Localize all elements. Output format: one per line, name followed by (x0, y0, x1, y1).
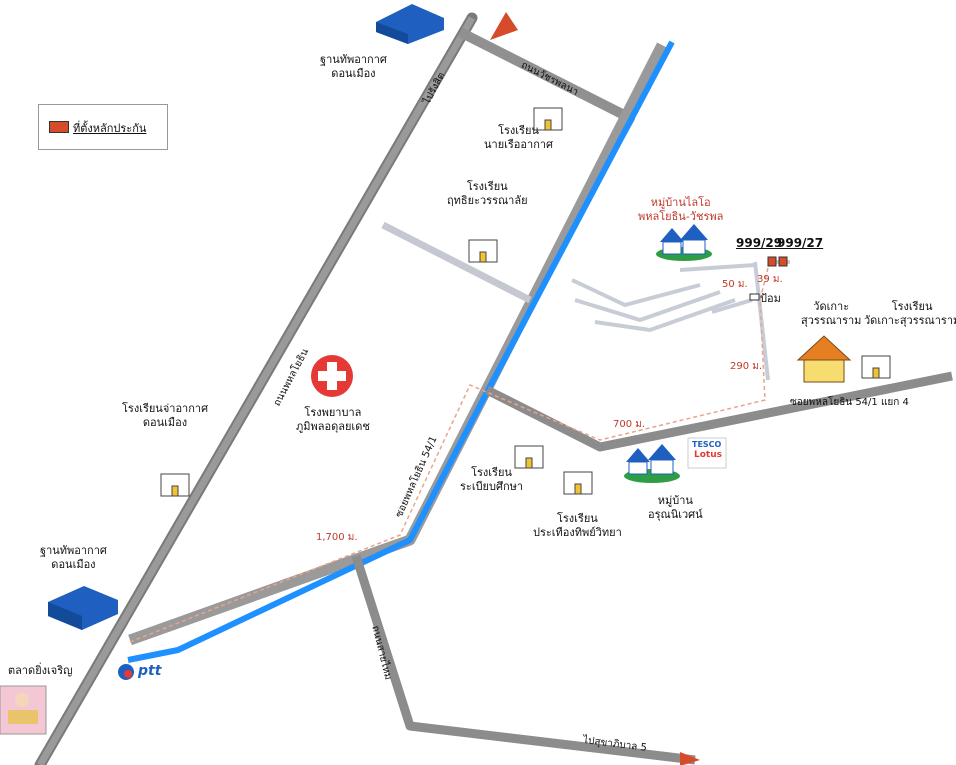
road-label-soi-54-1-y4: ซอยพหลโยธิน 54/1 แยก 4 (790, 397, 909, 408)
distance-290: 290 ม. (730, 361, 763, 372)
booth-marker (749, 293, 760, 301)
soi-yaek4-road (484, 371, 953, 452)
label-tesco: TESCO (692, 440, 722, 449)
legend: ที่ตั้งหลักประกัน (38, 104, 168, 150)
school-icon-jaoakas (160, 473, 190, 497)
temple-icon (796, 335, 852, 383)
tesco-logo-box (687, 437, 727, 469)
distance-700: 700 ม. (613, 419, 646, 430)
sai-mai-road (351, 554, 696, 765)
ptt-logo (118, 664, 134, 680)
airforce-bottom-icon (48, 586, 118, 630)
label-ptt: ptt (138, 663, 162, 679)
label-999-27: 999/27 (777, 236, 824, 250)
school-icon-wat (861, 355, 891, 379)
airforce-top-icon (376, 4, 444, 44)
school-icon-rabeab (514, 445, 544, 469)
label-airforce-top: ฐานทัพอากาศดอนเมือง (320, 53, 387, 80)
label-999-29: 999/29 (736, 236, 783, 250)
hospital-icon (311, 355, 353, 397)
school-icon-navy (533, 107, 563, 131)
village-top-icon (656, 224, 712, 261)
route-path (129, 267, 769, 643)
label-village-bottom: หมู่บ้านอรุณนิเวศน์ (648, 494, 703, 521)
label-jaoakas-school: โรงเรียนจ่าอากาศดอนเมือง (122, 402, 209, 429)
label-prathueang-school: โรงเรียนประเทืองทิพย์วิทยา (533, 512, 622, 539)
label-wat-school: โรงเรียนวัดเกาะสุวรรณาราม (864, 300, 956, 327)
distance-39: 39 ม. (757, 274, 783, 285)
distance-1700: 1,700 ม. (316, 532, 358, 543)
legend-label: ที่ตั้งหลักประกัน (73, 122, 147, 135)
village-bottom-icon (624, 444, 680, 483)
market-icon (0, 685, 47, 735)
south-arrow (680, 752, 700, 765)
canal (127, 40, 675, 663)
school-icon-prathueang (563, 471, 593, 495)
label-market: ตลาดยิ่งเจริญ (8, 664, 73, 677)
legend-swatch (49, 121, 69, 133)
label-lotus: Lotus (694, 450, 722, 460)
label-navy-school: โรงเรียนนายเรืออากาศ (484, 124, 554, 151)
cross-road (381, 221, 532, 304)
label-yothin-school: โรงเรียนฤทธิยะวรรณาลัย (447, 180, 528, 207)
label-rabeab-school: โรงเรียนระเบียบศึกษา (460, 466, 524, 493)
canal-road (128, 42, 667, 646)
label-hospital: โรงพยาบาลภูมิพลอดุลยเดช (296, 406, 370, 433)
north-arrow (490, 12, 518, 40)
school-icon-yothin (468, 239, 498, 263)
village-lanes (571, 260, 790, 381)
label-wat: วัดเกาะสุวรรณาราม (801, 300, 862, 327)
label-booth: ป้อม (760, 292, 781, 305)
label-village-top: หมู่บ้านไลโอพหลโยธิน-วัชรพล (638, 196, 724, 223)
distance-50: 50 ม. (722, 279, 748, 290)
property-marker (767, 256, 777, 267)
label-airforce-bottom: ฐานทัพอากาศดอนเมือง (40, 544, 107, 571)
